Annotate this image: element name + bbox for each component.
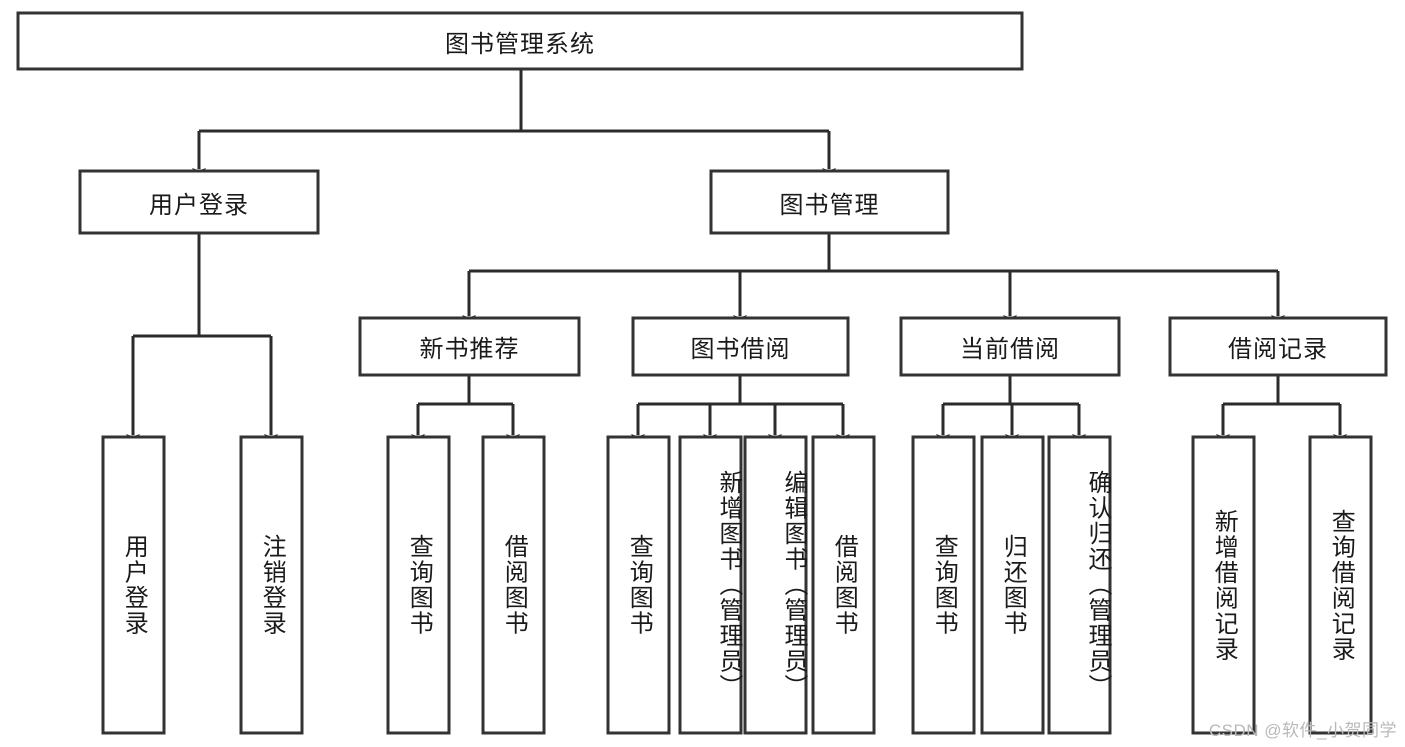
leaf-box-借阅图书-7[interactable] (811, 435, 876, 735)
leaf-box-查询图书-2[interactable] (386, 435, 451, 735)
node-box-借阅记录-l3-3[interactable] (1168, 316, 1388, 377)
node-box-新书推荐-l3-0[interactable] (358, 316, 581, 377)
leaf-box-查询图书-8[interactable] (911, 435, 976, 735)
leaf-box-用户登录-0[interactable] (101, 435, 166, 735)
node-box-图书借阅-l3-1[interactable] (631, 316, 850, 377)
connector-lines (126, 69, 1347, 446)
node-box-当前借阅-l3-2[interactable] (899, 316, 1121, 377)
leaf-box-确认归还管理员-10[interactable] (1047, 435, 1112, 735)
leaf-box-注销登录-1[interactable] (239, 435, 304, 735)
leaf-box-编辑图书管理员-6[interactable] (743, 435, 808, 735)
node-box-用户登录-l2-0[interactable] (78, 169, 320, 235)
leaf-box-查询借阅记录-12[interactable] (1308, 435, 1373, 735)
node-boxes (16, 11, 1388, 735)
leaf-box-新增借阅记录-11[interactable] (1191, 435, 1256, 735)
node-box-图书管理-l2-1[interactable] (709, 169, 950, 235)
leaf-box-归还图书-9[interactable] (980, 435, 1045, 735)
leaf-box-新增图书管理员-5[interactable] (678, 435, 743, 735)
node-box-root[interactable] (16, 11, 1024, 71)
leaf-box-借阅图书-3[interactable] (481, 435, 546, 735)
leaf-box-查询图书-4[interactable] (606, 435, 671, 735)
csdn-watermark: CSDN @软件_小贺同学 (1208, 721, 1397, 740)
